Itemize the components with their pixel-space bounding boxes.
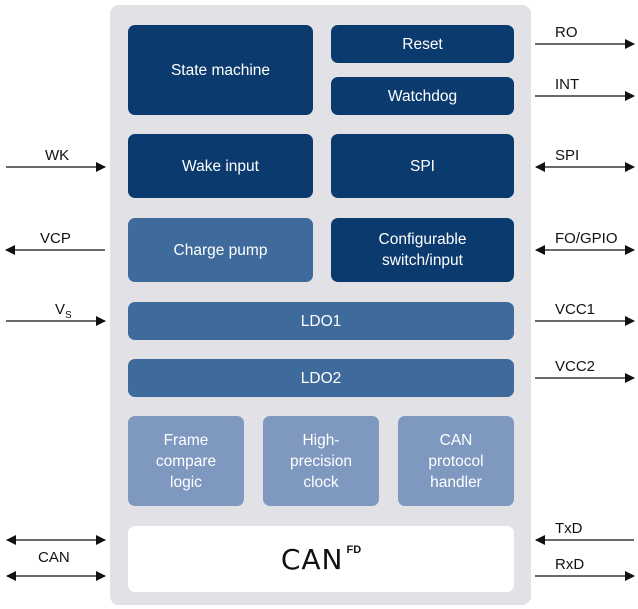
ro-label: RO xyxy=(555,24,578,41)
ldo2-block: LDO2 xyxy=(128,359,514,397)
rxd-label: RxD xyxy=(555,556,585,573)
vs-label-sub: S xyxy=(65,310,72,321)
configurable-switch-block: Configurable switch/input xyxy=(331,218,514,282)
reset-block: Reset xyxy=(331,25,514,63)
can-logo: CAN xyxy=(280,542,344,576)
fo-gpio-label: FO/GPIO xyxy=(555,230,618,247)
vcc2-label: VCC2 xyxy=(555,358,596,375)
vcp-label: VCP xyxy=(40,230,71,247)
vs-label-main: V xyxy=(55,301,66,318)
wake-input-block: Wake input xyxy=(128,134,313,198)
frame-compare-block: Frame compare logic xyxy=(128,416,244,506)
state-machine-block: State machine xyxy=(128,25,313,115)
high-precision-clock-block: High- precision clock xyxy=(263,416,379,506)
vcc1-label: VCC1 xyxy=(555,301,596,318)
txd-label: TxD xyxy=(555,520,583,537)
can-fd-logo-block: CAN FD xyxy=(128,526,514,592)
int-label: INT xyxy=(555,76,580,93)
watchdog-block: Watchdog xyxy=(331,77,514,115)
spi-block: SPI xyxy=(331,134,514,198)
fd-logo-suffix: FD xyxy=(346,543,362,556)
spi-label: SPI xyxy=(555,147,580,164)
ldo1-block: LDO1 xyxy=(128,302,514,340)
wk-label: WK xyxy=(45,147,70,164)
can-label: CAN xyxy=(38,549,70,566)
charge-pump-block: Charge pump xyxy=(128,218,313,282)
vs-label: VS xyxy=(55,301,72,324)
can-protocol-handler-block: CAN protocol handler xyxy=(398,416,514,506)
